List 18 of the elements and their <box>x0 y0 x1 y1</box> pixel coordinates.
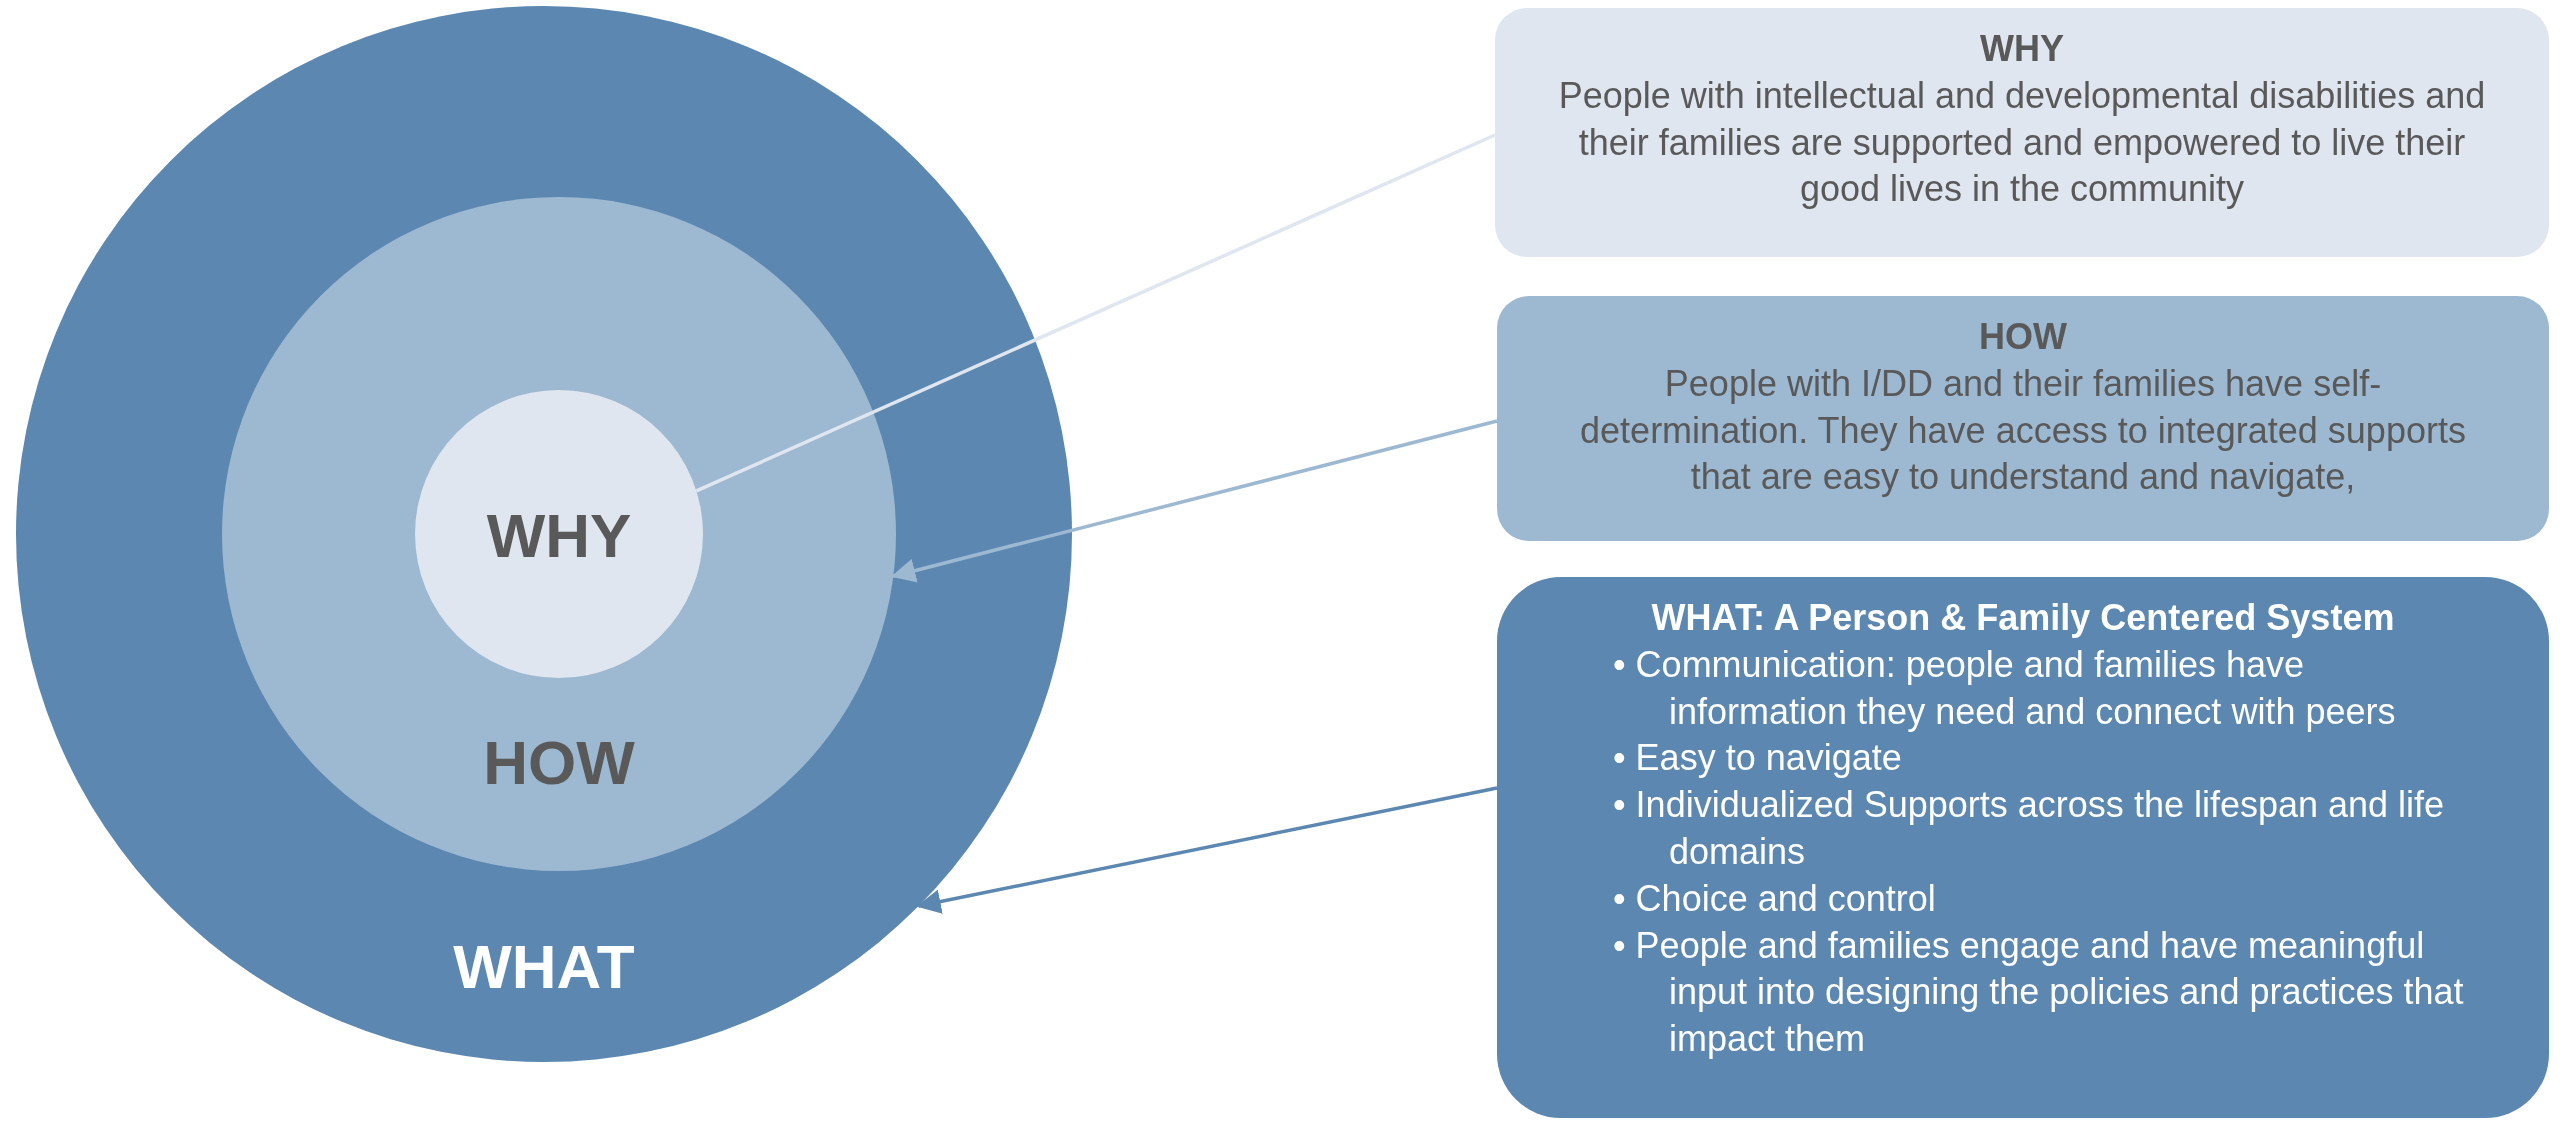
bullet-item: • Easy to navigate <box>1613 736 1903 781</box>
circle-label: HOW <box>483 728 635 797</box>
bullet-item: • Individualized Supports across the lifespan and life domains <box>1613 783 2446 874</box>
bullet-item: • Choice and control <box>1613 876 1937 921</box>
callout-box <box>1497 577 2549 1118</box>
callout-text: People with I/DD and their families have self-determination. They have access to integrated supports that are easy to understand and navigate, <box>1579 361 2467 500</box>
callout-box <box>1495 8 2549 257</box>
callout-text: People with intellectual and developmental disabilities and their families are supported and empowered to live their good lives in the community <box>1557 73 2487 212</box>
bullet-item: • People and families engage and have meaningful input into designing the policies and practices that impact them <box>1613 923 2465 1062</box>
circle-label: WHY <box>486 501 632 570</box>
arrow <box>916 786 1498 914</box>
circle-label: WHAT <box>453 932 635 1001</box>
bullet-item: • Communication: people and families have information they need and connect with peers <box>1613 642 2397 734</box>
callout-heading: WHAT: A Person & Family Centered System <box>1650 596 2396 640</box>
connector-line <box>695 133 1496 493</box>
callout-box <box>1497 296 2549 541</box>
callout-heading: HOW <box>1978 315 2068 359</box>
callout-heading: WHY <box>1979 27 2065 71</box>
